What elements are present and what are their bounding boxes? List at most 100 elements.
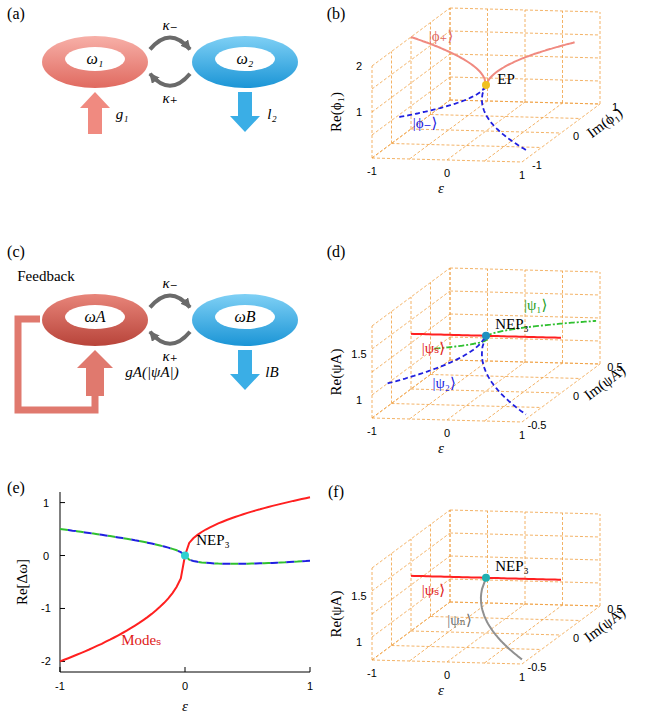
- ring-resonator: ωB: [190, 290, 300, 348]
- tick-label: 1: [307, 681, 313, 692]
- tick-label: 0: [573, 391, 579, 402]
- coupling-arrow: [150, 37, 190, 49]
- tick-label: 0.5: [607, 362, 622, 373]
- curve-label: |ϕ₋⟩: [413, 116, 438, 131]
- tick-label: -2: [41, 656, 51, 667]
- point-label: NEP₃: [495, 316, 529, 331]
- grid-line: [450, 360, 600, 364]
- axis-title: ε: [438, 441, 444, 456]
- panel-label: (a): [7, 6, 25, 22]
- grid-line: [372, 314, 450, 372]
- coupling-label: κ₋: [162, 276, 177, 291]
- grid-line: [391, 52, 392, 144]
- ring-resonator: ω₁: [40, 32, 150, 90]
- panel-label: (c): [7, 244, 25, 260]
- axis-title: ε: [438, 181, 444, 196]
- frequency-label: ω₁: [87, 50, 104, 68]
- loss-label: l₂: [267, 107, 276, 122]
- nonlinear-exceptional-point: [181, 552, 189, 560]
- grid-line: [562, 271, 563, 363]
- coupling-arrow: [150, 74, 190, 86]
- grid-line: [430, 525, 431, 617]
- tick-label: 1: [519, 672, 525, 683]
- panel-label: (d): [327, 244, 346, 260]
- curve-label: |ψₛ⟩: [422, 583, 445, 598]
- axis-tick: [60, 555, 65, 556]
- gain-arrow: [77, 350, 113, 396]
- eigen-curve: [482, 85, 526, 150]
- frequency-label: ωB: [234, 308, 255, 326]
- grid-line: [392, 646, 542, 650]
- frequency-label: ωA: [84, 308, 105, 326]
- loss-arrow: [230, 92, 260, 132]
- coupling-label: κ₊: [162, 348, 177, 363]
- tick-label: 1: [612, 102, 618, 113]
- grid-line: [372, 54, 450, 112]
- ring-hole: [65, 305, 125, 329]
- grid-line: [411, 631, 561, 635]
- curve-label: |ψₛ⟩: [422, 341, 445, 356]
- grid-line: [431, 115, 581, 119]
- tick-label: 0: [43, 550, 49, 561]
- grid-line: [450, 268, 451, 360]
- grid-line: [372, 510, 450, 568]
- ring-body: [192, 36, 298, 88]
- frequency-curve: [60, 497, 310, 661]
- grid-line: [450, 31, 600, 35]
- tick-label: -1: [367, 668, 377, 679]
- frequency-curve: [60, 529, 310, 564]
- grid-line: [450, 510, 451, 602]
- tick-label: -0.5: [528, 662, 547, 673]
- tick-label: 0: [444, 428, 450, 439]
- tick-label: 1.5: [351, 348, 366, 359]
- grid-line: [562, 513, 563, 605]
- grid-line: [450, 268, 451, 360]
- axis-title: ε: [182, 699, 188, 714]
- tick-label: 0: [573, 633, 579, 644]
- axis-title: ε: [438, 683, 444, 698]
- grid-line: [450, 510, 451, 602]
- tick-label: 1: [519, 170, 525, 181]
- ring-resonator: ωA: [40, 290, 150, 348]
- gain-label: g₁: [116, 107, 129, 122]
- grid-line: [391, 312, 392, 404]
- tick-label: -1: [41, 603, 51, 614]
- tick-label: 1.5: [351, 590, 366, 601]
- exceptional-point: [482, 81, 490, 89]
- grid-line: [450, 100, 600, 104]
- ring-body: [42, 36, 148, 88]
- tick-label: 0: [182, 681, 188, 692]
- eigen-curve: [411, 37, 486, 85]
- axis-tick: [185, 667, 186, 672]
- axis-title: Re(ϕ₁): [329, 92, 344, 132]
- grid-line: [391, 554, 392, 646]
- coupling-arrow: [150, 332, 190, 344]
- axis-title: Re[Δω]: [15, 559, 30, 605]
- panel-label: (f): [328, 484, 344, 500]
- ring-hole: [215, 47, 275, 71]
- axis-tick: [60, 667, 61, 672]
- tick-label: 1: [356, 394, 362, 405]
- ring-hole: [215, 305, 275, 329]
- grid-line: [450, 8, 600, 12]
- tick-label: 0.5: [607, 604, 622, 615]
- eigen-curve: [482, 336, 526, 415]
- grid-line: [485, 103, 563, 161]
- tick-label: 0: [444, 168, 450, 179]
- grid-line: [450, 533, 600, 537]
- grid-line: [392, 404, 542, 408]
- frequency-curve: [60, 529, 310, 564]
- grid-line: [600, 12, 601, 104]
- coupling-label: κ₊: [162, 90, 177, 105]
- curve-label: |ψ₂⟩: [432, 375, 455, 390]
- point-label: EP: [497, 72, 515, 87]
- tick-label: -1: [367, 426, 377, 437]
- grid-line: [372, 556, 450, 614]
- grid-line: [450, 510, 600, 514]
- point-label: NEP₃: [495, 558, 529, 573]
- grid-line: [411, 539, 412, 631]
- curve-label: |ψₙ⟩: [447, 612, 472, 627]
- nonlinear-exceptional-point: [482, 332, 490, 340]
